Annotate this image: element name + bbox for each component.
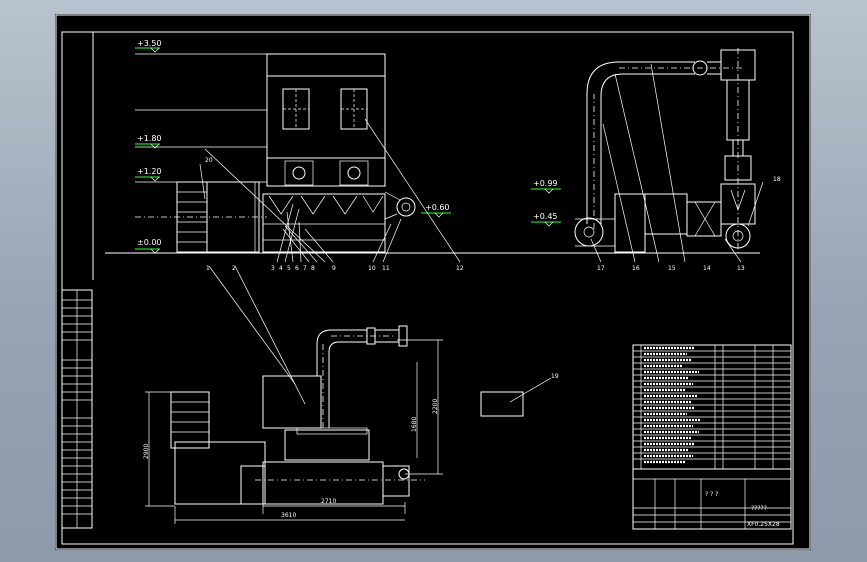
callout-7: 7 — [303, 265, 307, 272]
callout-3: 3 — [271, 265, 275, 272]
dim-3610: 3610 — [281, 512, 296, 519]
dim-2710: 2710 — [321, 498, 336, 505]
dim-2200: 2200 — [432, 399, 439, 414]
plan-view — [170, 325, 425, 505]
level-000: ±0.00 — [137, 238, 162, 247]
outer-frame — [55, 14, 811, 550]
callout-13: 13 — [737, 265, 745, 272]
plan-dimensions: 2900 1680 2200 2710 3610 — [143, 339, 443, 524]
callout-20: 20 — [205, 157, 213, 164]
level-060: +0.60 — [425, 203, 450, 212]
elevation-leaders — [199, 118, 461, 263]
callout-14: 14 — [703, 265, 711, 272]
dryer-elevation-view — [135, 53, 416, 253]
callout-11: 11 — [382, 265, 390, 272]
callout-9: 9 — [332, 265, 336, 272]
elevation-callout-numbers: 3 4 5 6 7 8 9 10 11 12 20 — [205, 157, 464, 272]
callout-8: 8 — [311, 265, 315, 272]
title-qmarks: ? ? ? — [705, 491, 718, 498]
right-leaders — [590, 63, 764, 263]
callout-16: 16 — [632, 265, 640, 272]
drawing-sheet: +3.50 +1.80 +1.20 ±0.00 +0.60 3 4 5 6 7 — [55, 14, 811, 550]
drawing-title: ????? — [751, 505, 767, 512]
callout-6: 6 — [295, 265, 299, 272]
callout-5: 5 — [287, 265, 291, 272]
callout-1: 1 — [206, 265, 210, 272]
right-callout-numbers: 13 14 15 16 17 18 — [597, 176, 781, 272]
callout-12: 12 — [456, 265, 464, 272]
inner-frame — [61, 31, 794, 545]
level-markers-right: +0.99 +0.45 — [531, 179, 561, 227]
dim-1680: 1680 — [411, 417, 418, 432]
callout-4: 4 — [279, 265, 283, 272]
level-120: +1.20 — [137, 167, 162, 176]
level-099: +0.99 — [533, 179, 558, 188]
item-19-box — [480, 391, 524, 417]
callout-10: 10 — [368, 265, 376, 272]
title-block: ? ? ? ????? XF0.25X28 — [632, 468, 792, 530]
callout-18: 18 — [773, 176, 781, 183]
level-045: +0.45 — [533, 212, 558, 221]
parts-list — [632, 344, 792, 470]
callout-2: 2 — [232, 265, 236, 272]
cad-drawing: +3.50 +1.80 +1.20 ±0.00 +0.60 3 4 5 6 7 — [55, 14, 811, 550]
plan-leaders — [208, 265, 306, 405]
revision-table — [61, 289, 93, 529]
duct-cyclone-view — [574, 48, 756, 254]
callout-15: 15 — [668, 265, 676, 272]
callout-17: 17 — [597, 265, 605, 272]
drawing-number: XF0.25X28 — [747, 521, 780, 528]
level-180: +1.80 — [137, 134, 162, 143]
level-markers-left: +3.50 +1.80 +1.20 ±0.00 +0.60 — [135, 39, 451, 254]
callout-19: 19 — [551, 373, 559, 380]
dim-2900: 2900 — [143, 444, 150, 459]
level-350: +3.50 — [137, 39, 162, 48]
